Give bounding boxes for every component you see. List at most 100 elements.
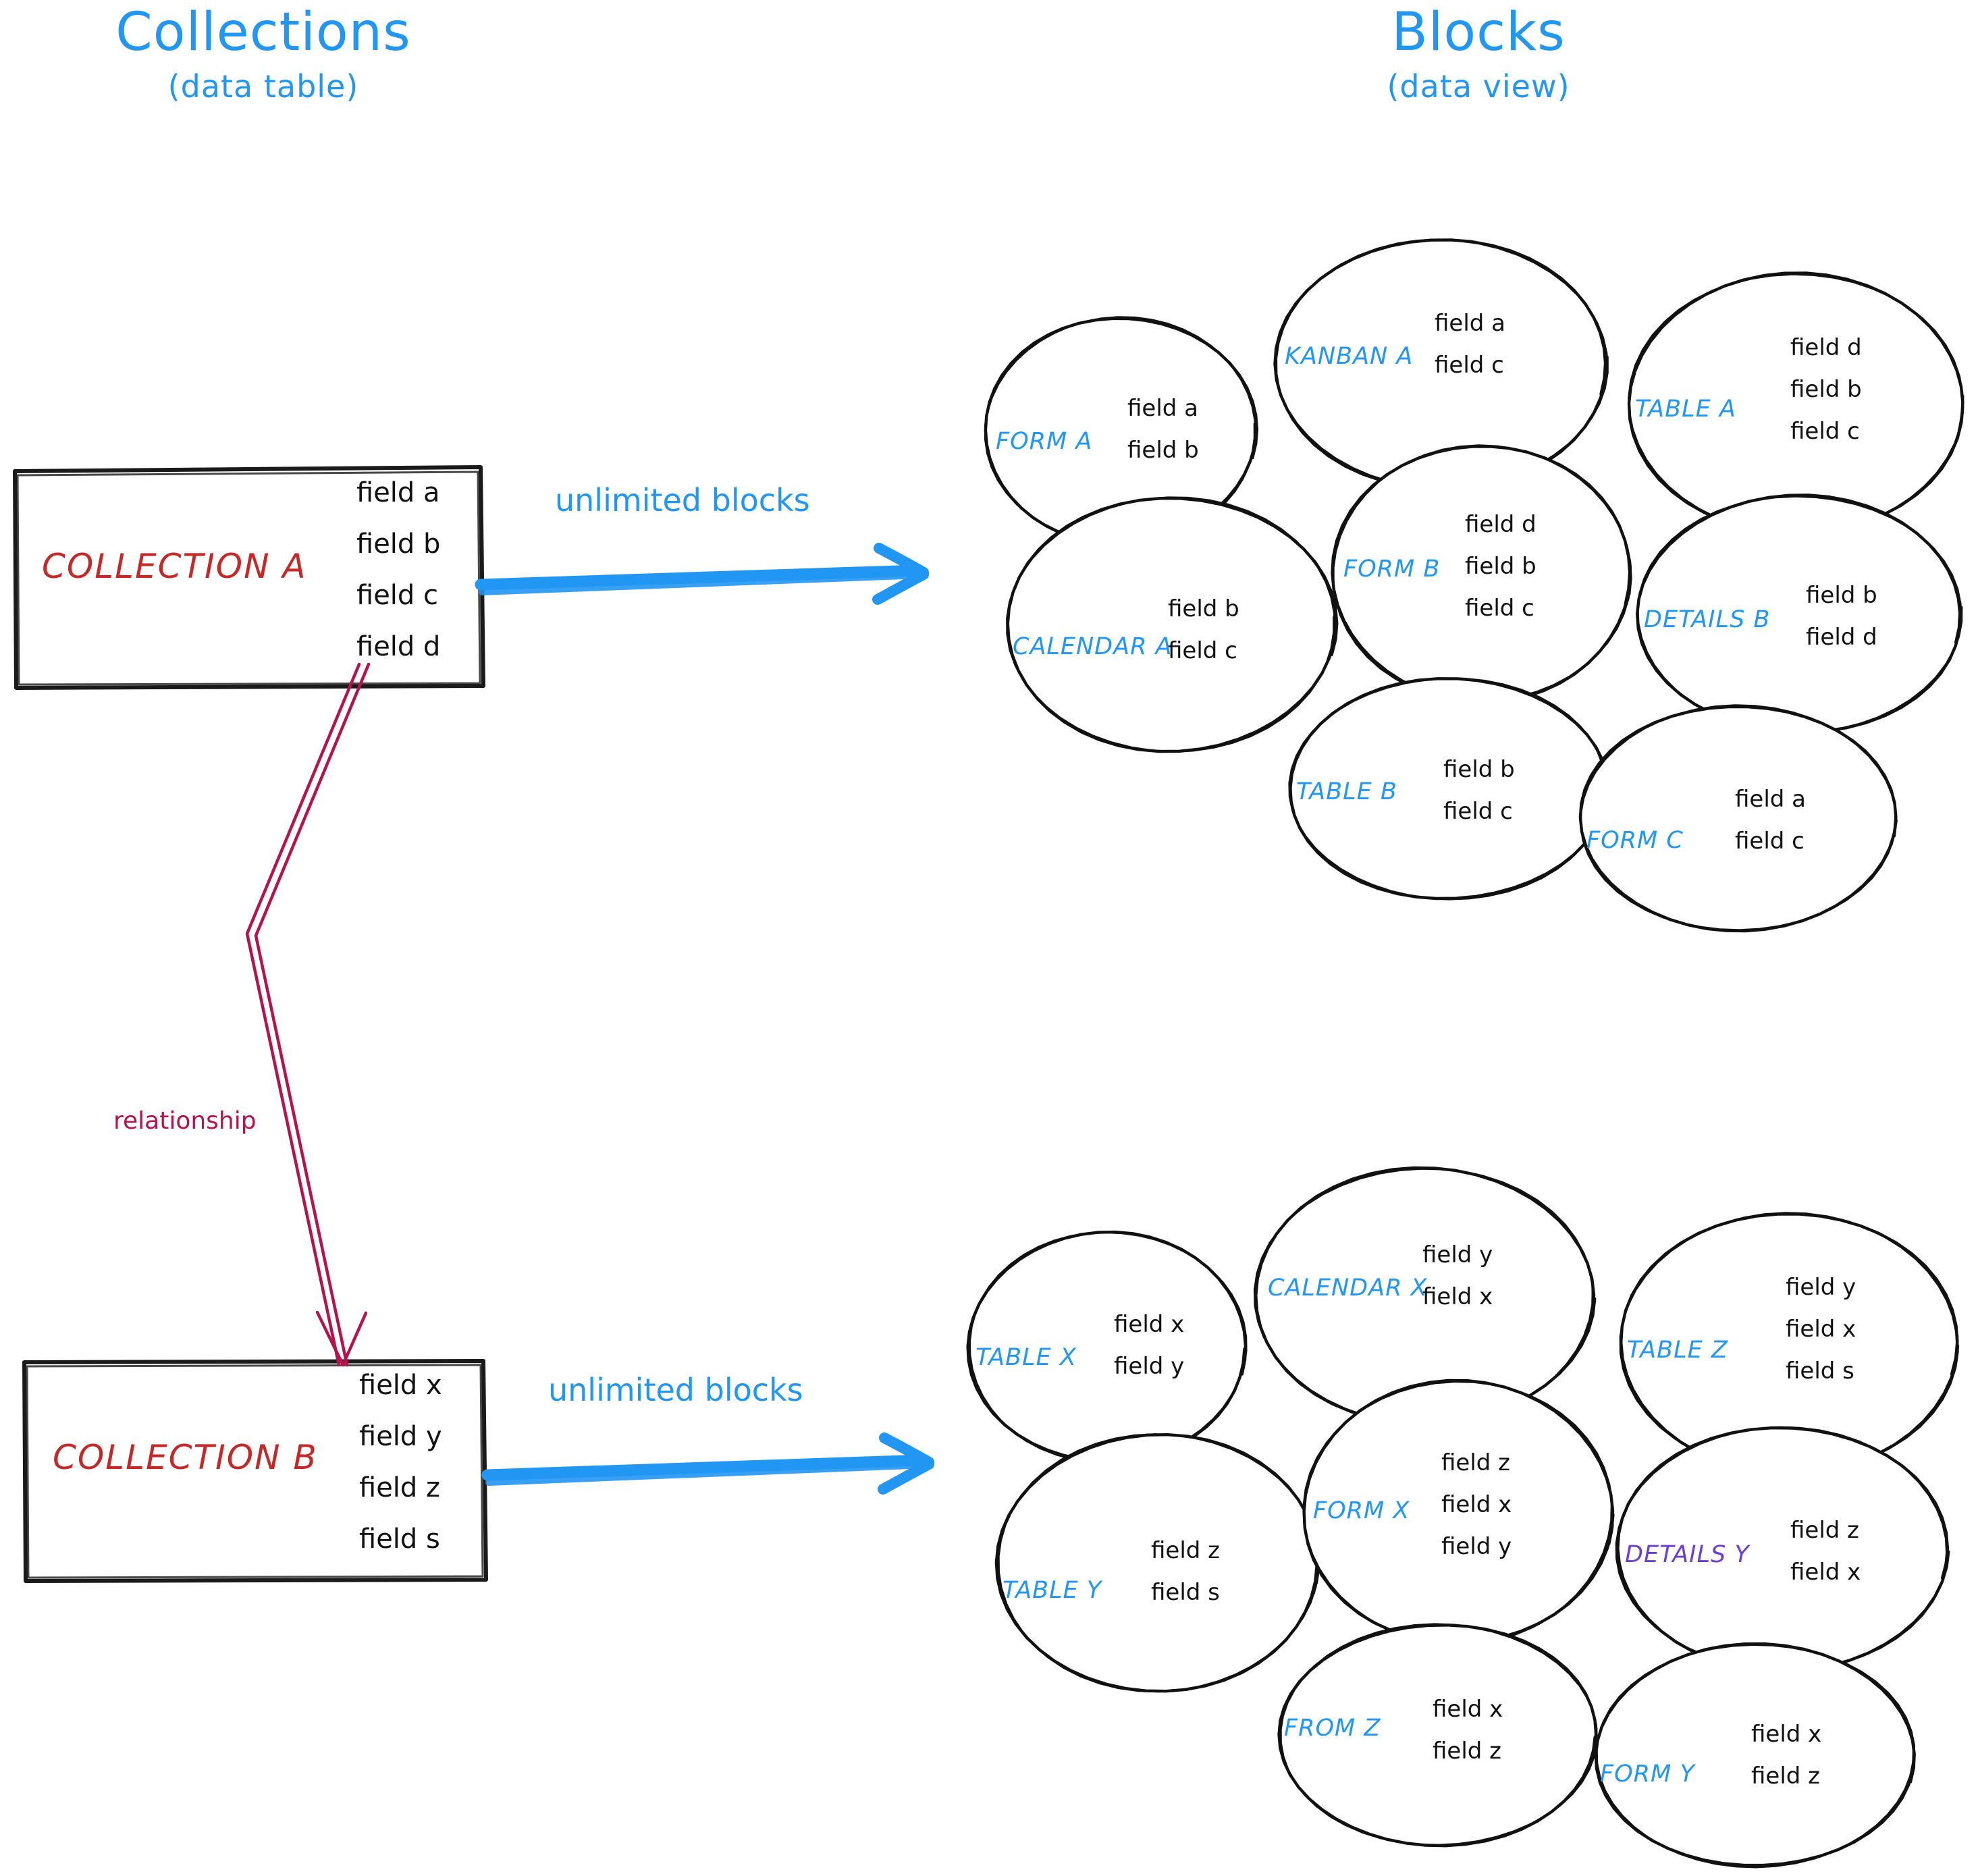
block-field: field x (1422, 1283, 1493, 1310)
header-collections: Collections (data table) (41, 5, 486, 103)
block-label: DETAILS Y (1625, 1541, 1750, 1568)
block-ellipse-outline (1615, 1426, 1950, 1673)
block-node[interactable]: FORM X field z field x field y (1295, 1371, 1622, 1653)
collection-a-field: field a (356, 477, 440, 508)
block-field: field x (1433, 1696, 1503, 1723)
header-collections-subtitle: (data table) (167, 68, 359, 105)
block-field: field d (1806, 624, 1877, 651)
block-field: field a (1735, 786, 1807, 813)
block-node[interactable]: TABLE B field b field c (1280, 669, 1616, 908)
block-field: field y (1422, 1241, 1493, 1268)
block-ellipse-outline (1331, 444, 1632, 704)
collection-a-field: field b (356, 529, 441, 560)
block-node[interactable]: FORM C field a field c (1572, 696, 1905, 940)
block-field: field c (1735, 828, 1805, 855)
relationship-label: relationship (113, 1107, 257, 1135)
collection-b-fields: field x field y field z field s (359, 1372, 442, 1577)
block-label: FORM X (1313, 1497, 1410, 1524)
block-field: field a (1435, 310, 1506, 337)
block-label: TABLE B (1296, 778, 1397, 805)
block-field: field c (1443, 798, 1513, 825)
block-ellipse-outline (1578, 704, 1898, 933)
block-field: field b (1127, 437, 1199, 464)
collection-a-field: field d (356, 631, 441, 662)
collection-b-field: field x (359, 1370, 442, 1401)
block-field: field x (1114, 1311, 1185, 1338)
block-fields: field b field c (1168, 597, 1239, 681)
block-field: field b (1465, 553, 1536, 580)
block-ellipse-outline (1006, 496, 1339, 753)
block-field: field c (1435, 352, 1504, 379)
block-ellipse-outline (1636, 493, 1963, 734)
block-label: DETAILS B (1644, 606, 1771, 633)
block-node[interactable]: CALENDAR A field b field c (998, 488, 1345, 761)
collection-b-box-outline (22, 1359, 488, 1583)
collection-b-field: field s (359, 1524, 440, 1555)
collection-b-name: COLLECTION B (53, 1438, 318, 1477)
block-label: FROM Z (1284, 1715, 1381, 1742)
block-fields: field a field c (1435, 312, 1505, 396)
block-label: TABLE Z (1627, 1337, 1728, 1364)
block-field: field y (1786, 1274, 1856, 1301)
block-field: field a (1127, 395, 1199, 422)
block-field: field y (1441, 1533, 1512, 1560)
block-label: FORM C (1586, 827, 1684, 854)
block-field: field b (1168, 595, 1239, 622)
block-field: field s (1151, 1579, 1220, 1606)
block-label: CALENDAR A (1013, 633, 1173, 660)
block-field: field c (1790, 418, 1860, 445)
header-blocks-subtitle: (data view) (1387, 68, 1570, 105)
unlimited-blocks-arrow-bottom (481, 1432, 934, 1495)
block-field: field z (1751, 1763, 1821, 1790)
block-label: FORM B (1343, 556, 1441, 583)
block-fields: field x field z (1751, 1723, 1821, 1806)
block-field: field c (1168, 637, 1237, 664)
block-fields: field y field x (1422, 1243, 1493, 1327)
block-fields: field z field x field y (1441, 1451, 1512, 1577)
block-field: field s (1786, 1358, 1854, 1385)
collection-a-fields: field a field b field c field d (356, 479, 440, 685)
block-node[interactable]: KANBAN A field a field c (1266, 230, 1616, 499)
diagram-canvas (13, 465, 934, 1583)
block-label: TABLE Y (1003, 1577, 1102, 1604)
block-field: field b (1790, 376, 1862, 403)
unlimited-blocks-label-top: unlimited blocks (555, 482, 810, 518)
collection-a-name: COLLECTION A (42, 547, 307, 586)
relationship-connector (245, 662, 371, 1367)
block-label: KANBAN A (1285, 343, 1414, 370)
block-field: field z (1790, 1517, 1860, 1544)
block-label: TABLE A (1635, 396, 1736, 423)
block-node[interactable]: FORM A field a field b (976, 308, 1265, 554)
collection-b-field: field y (359, 1421, 442, 1452)
block-field: field c (1465, 595, 1534, 622)
block-ellipse-outline (1302, 1378, 1615, 1646)
block-fields: field a field c (1735, 788, 1806, 872)
collection-a-box-outline (13, 465, 485, 690)
block-fields: field a field b (1127, 397, 1199, 481)
block-ellipse-outline (1288, 677, 1610, 901)
block-label: CALENDAR X (1268, 1275, 1428, 1302)
block-field: field z (1441, 1449, 1511, 1476)
block-label: FORM A (996, 428, 1093, 455)
header-blocks: Blocks (data view) (1256, 5, 1701, 103)
block-field: field b (1443, 756, 1515, 783)
block-field: field x (1441, 1491, 1512, 1518)
block-ellipse-outline (994, 1433, 1320, 1693)
header-collections-title: Collections (115, 2, 411, 63)
block-field: field x (1786, 1316, 1856, 1343)
block-field: field x (1751, 1721, 1822, 1748)
